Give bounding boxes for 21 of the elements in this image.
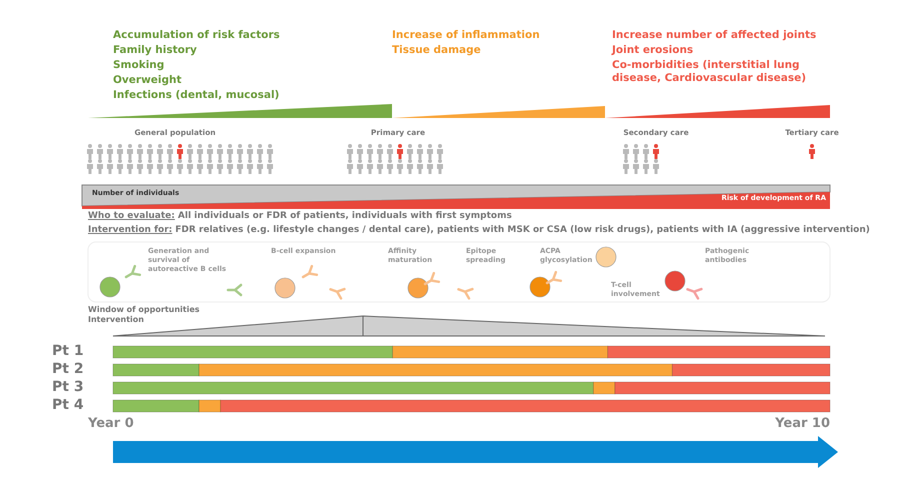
body-text: All individuals or FDR of patients, individuals with first symptoms: [178, 211, 512, 222]
section-label: Window of opportunities Intervention: [88, 305, 201, 325]
heading: Increase number of affected joints: [612, 29, 816, 42]
row-label: Pt 4: [52, 397, 84, 414]
list-item: Family history: [113, 44, 197, 58]
heading: Increase of inflammation: [392, 29, 540, 42]
axis-label: Year 10: [775, 416, 830, 432]
field-label: Who to evaluate:: [88, 211, 175, 222]
row-label: Pt 1: [52, 343, 84, 360]
heading: Accumulation of risk factors: [113, 29, 280, 42]
field-label: Intervention for:: [88, 225, 172, 236]
axis-label: Year 0: [88, 416, 134, 432]
body-text: FDR relatives (e.g. lifestyle changes / dental care), patients with MSK or CSA (low risk drugs), patients with IA (aggressive intervention): [175, 225, 870, 236]
list-item: Co-morbidities (interstitial lung disease, Cardiovascular disease): [612, 59, 808, 86]
row-label: Pt 3: [52, 379, 84, 396]
list-item: Tissue damage: [392, 44, 481, 58]
list-item: Infections (dental, mucosal): [113, 89, 280, 102]
list-item: Overweight: [113, 74, 182, 88]
list-item: Joint erosions: [612, 44, 694, 58]
row-label: Pt 2: [52, 361, 84, 378]
list-item: Smoking: [113, 59, 164, 72]
